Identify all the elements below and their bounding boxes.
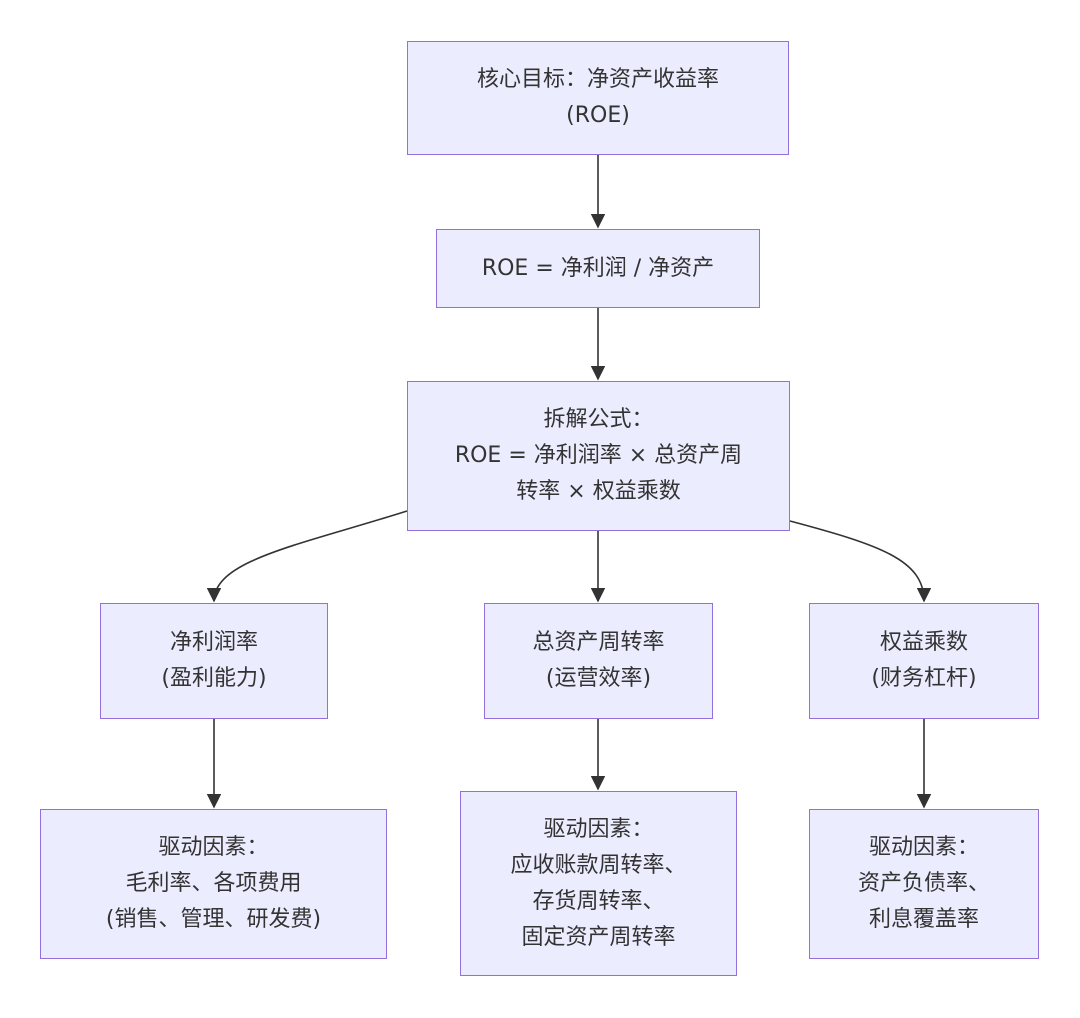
node-turnover-drivers: 驱动因素： 应收账款周转率、 存货周转率、 固定资产周转率 <box>460 791 737 976</box>
node-equity-multiplier: 权益乘数 (财务杠杆) <box>809 603 1039 719</box>
node-turnover-drivers-line-1: 驱动因素： <box>543 816 654 842</box>
node-definition-line-1: ROE = 净利润 / 净资产 <box>481 255 715 281</box>
node-leverage-drivers-line-3: 利息覆盖率 <box>868 907 979 932</box>
node-equity-multiplier-line-1: 权益乘数 <box>879 630 968 655</box>
node-net-margin-line-1: 净利润率 <box>169 630 258 655</box>
node-asset-turnover: 总资产周转率 (运营效率) <box>484 603 713 719</box>
node-turnover-drivers-line-4: 固定资产周转率 <box>521 924 676 950</box>
edge-decomposition-to-equity-multiplier <box>789 520 932 603</box>
node-definition: ROE = 净利润 / 净资产 <box>436 229 760 308</box>
node-leverage-drivers-line-1: 驱动因素： <box>868 835 979 860</box>
node-asset-turnover-line-2: (运营效率) <box>545 666 652 691</box>
node-margin-drivers-line-1: 驱动因素： <box>158 835 269 860</box>
edge-decomposition-to-net-margin <box>206 510 408 603</box>
node-goal-line-2: (ROE) <box>566 103 630 128</box>
node-decomposition-line-2: ROE = 净利润率 × 总资产周 <box>454 443 743 468</box>
node-margin-drivers: 驱动因素： 毛利率、各项费用 (销售、管理、研发费) <box>40 809 387 959</box>
node-net-margin-line-2: (盈利能力) <box>161 666 267 691</box>
node-leverage-drivers-line-2: 资产负债率、 <box>857 871 990 896</box>
node-equity-multiplier-line-2: (财务杠杆) <box>871 666 977 691</box>
node-net-margin: 净利润率 (盈利能力) <box>100 603 328 719</box>
node-decomposition-line-3: 转率 × 权益乘数 <box>516 479 681 504</box>
node-turnover-drivers-line-3: 存货周转率、 <box>532 888 665 914</box>
node-decomposition: 拆解公式： ROE = 净利润率 × 总资产周 转率 × 权益乘数 <box>407 381 790 531</box>
node-asset-turnover-line-1: 总资产周转率 <box>532 630 665 655</box>
node-leverage-drivers: 驱动因素： 资产负债率、 利息覆盖率 <box>809 809 1039 959</box>
node-goal: 核心目标：净资产收益率 (ROE) <box>407 41 789 155</box>
node-turnover-drivers-line-2: 应收账款周转率、 <box>510 852 687 878</box>
node-decomposition-line-1: 拆解公式： <box>543 407 654 432</box>
node-margin-drivers-line-2: 毛利率、各项费用 <box>125 871 302 896</box>
node-margin-drivers-line-3: (销售、管理、研发费) <box>105 907 322 932</box>
node-goal-line-1: 核心目标：净资产收益率 <box>476 67 719 92</box>
